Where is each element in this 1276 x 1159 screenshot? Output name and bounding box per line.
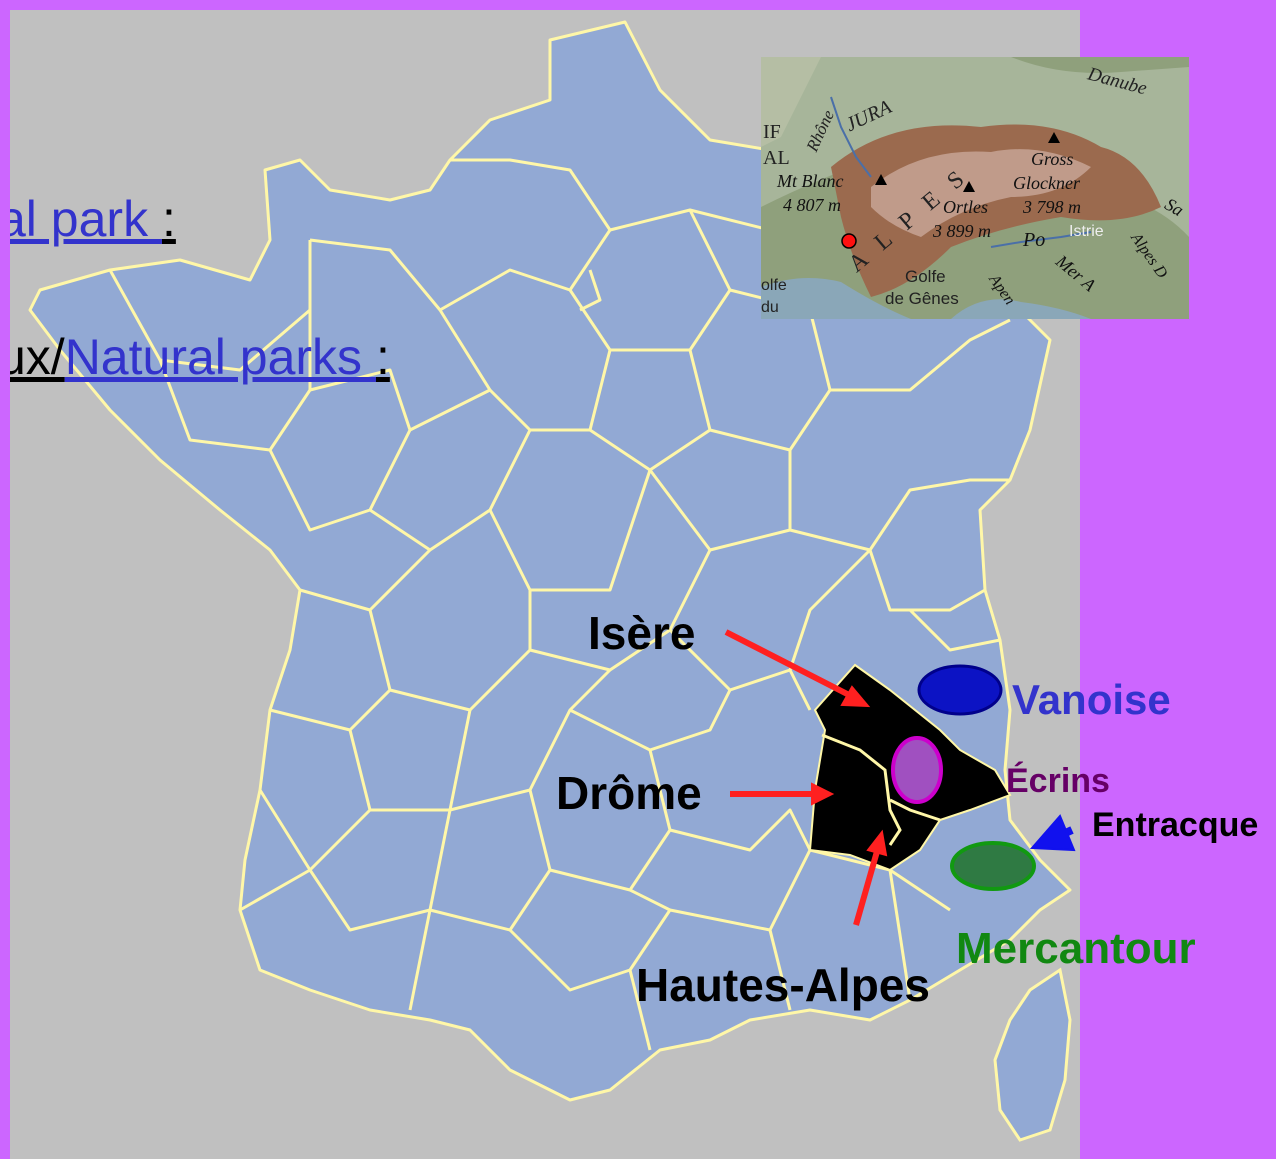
national-park-link[interactable]: al park — [10, 191, 162, 247]
natural-parks-link-line: ux/Natural parks : — [10, 328, 390, 386]
inset-label-if: IF — [763, 121, 781, 143]
inset-label-de-genes: de Gênes — [885, 289, 959, 308]
label-vanoise: Vanoise — [1012, 676, 1171, 723]
mercantour-park-marker — [950, 841, 1036, 891]
national-park-colon: : — [161, 191, 176, 247]
inset-label-ortles: Ortles — [943, 197, 988, 217]
inset-label-al: AL — [763, 147, 790, 169]
inset-label-golfe-du-lion: olfe — [761, 277, 787, 294]
inset-label-ortles-height: 3 899 m — [933, 221, 991, 241]
vanoise-park-marker — [917, 664, 1003, 716]
isere-arrow — [724, 629, 871, 708]
inset-label-mont-blanc-height: 4 807 m — [783, 195, 841, 215]
inset-label-po: Po — [1023, 229, 1046, 251]
natural-parks-prefix: ux/ — [10, 329, 65, 385]
hautes-alpes-arrow — [853, 829, 888, 926]
entracque-arrow — [1029, 814, 1076, 852]
ecrins-park-marker — [891, 736, 943, 804]
drome-arrow — [730, 782, 835, 806]
inset-label-istrie: Istrie — [1069, 223, 1104, 240]
drome-border — [821, 733, 902, 846]
label-hautes-alpes: Hautes-Alpes — [636, 959, 930, 1011]
natural-parks-colon: : — [375, 329, 390, 385]
label-ecrins: Écrins — [1006, 762, 1110, 800]
department-borders — [108, 158, 1011, 1051]
inset-label-du: du — [761, 299, 779, 316]
hautes-alpes-border — [889, 798, 941, 822]
page-frame-top — [0, 0, 1276, 10]
inset-label-glockner: Glockner — [1013, 173, 1080, 193]
alps-relief-drawing — [761, 57, 1189, 319]
national-park-link-line: al park : — [10, 190, 176, 248]
alps-relief-inset: Danube JURA Rhône IF AL Mt Blanc 4 807 m… — [761, 57, 1189, 319]
inset-label-glockner-height: 3 798 m — [1023, 197, 1081, 217]
label-isere: Isère — [588, 607, 696, 659]
corsica — [993, 967, 1072, 1142]
inset-label-gross: Gross — [1031, 149, 1074, 169]
inset-label-golfe-genes: Golfe — [905, 267, 946, 286]
natural-parks-link[interactable]: Natural parks — [64, 329, 376, 385]
label-entracque: Entracque — [1092, 806, 1259, 844]
label-drome: Drôme — [556, 767, 702, 819]
inset-label-mont-blanc: Mt Blanc — [777, 171, 844, 191]
label-mercantour: Mercantour — [956, 924, 1196, 973]
